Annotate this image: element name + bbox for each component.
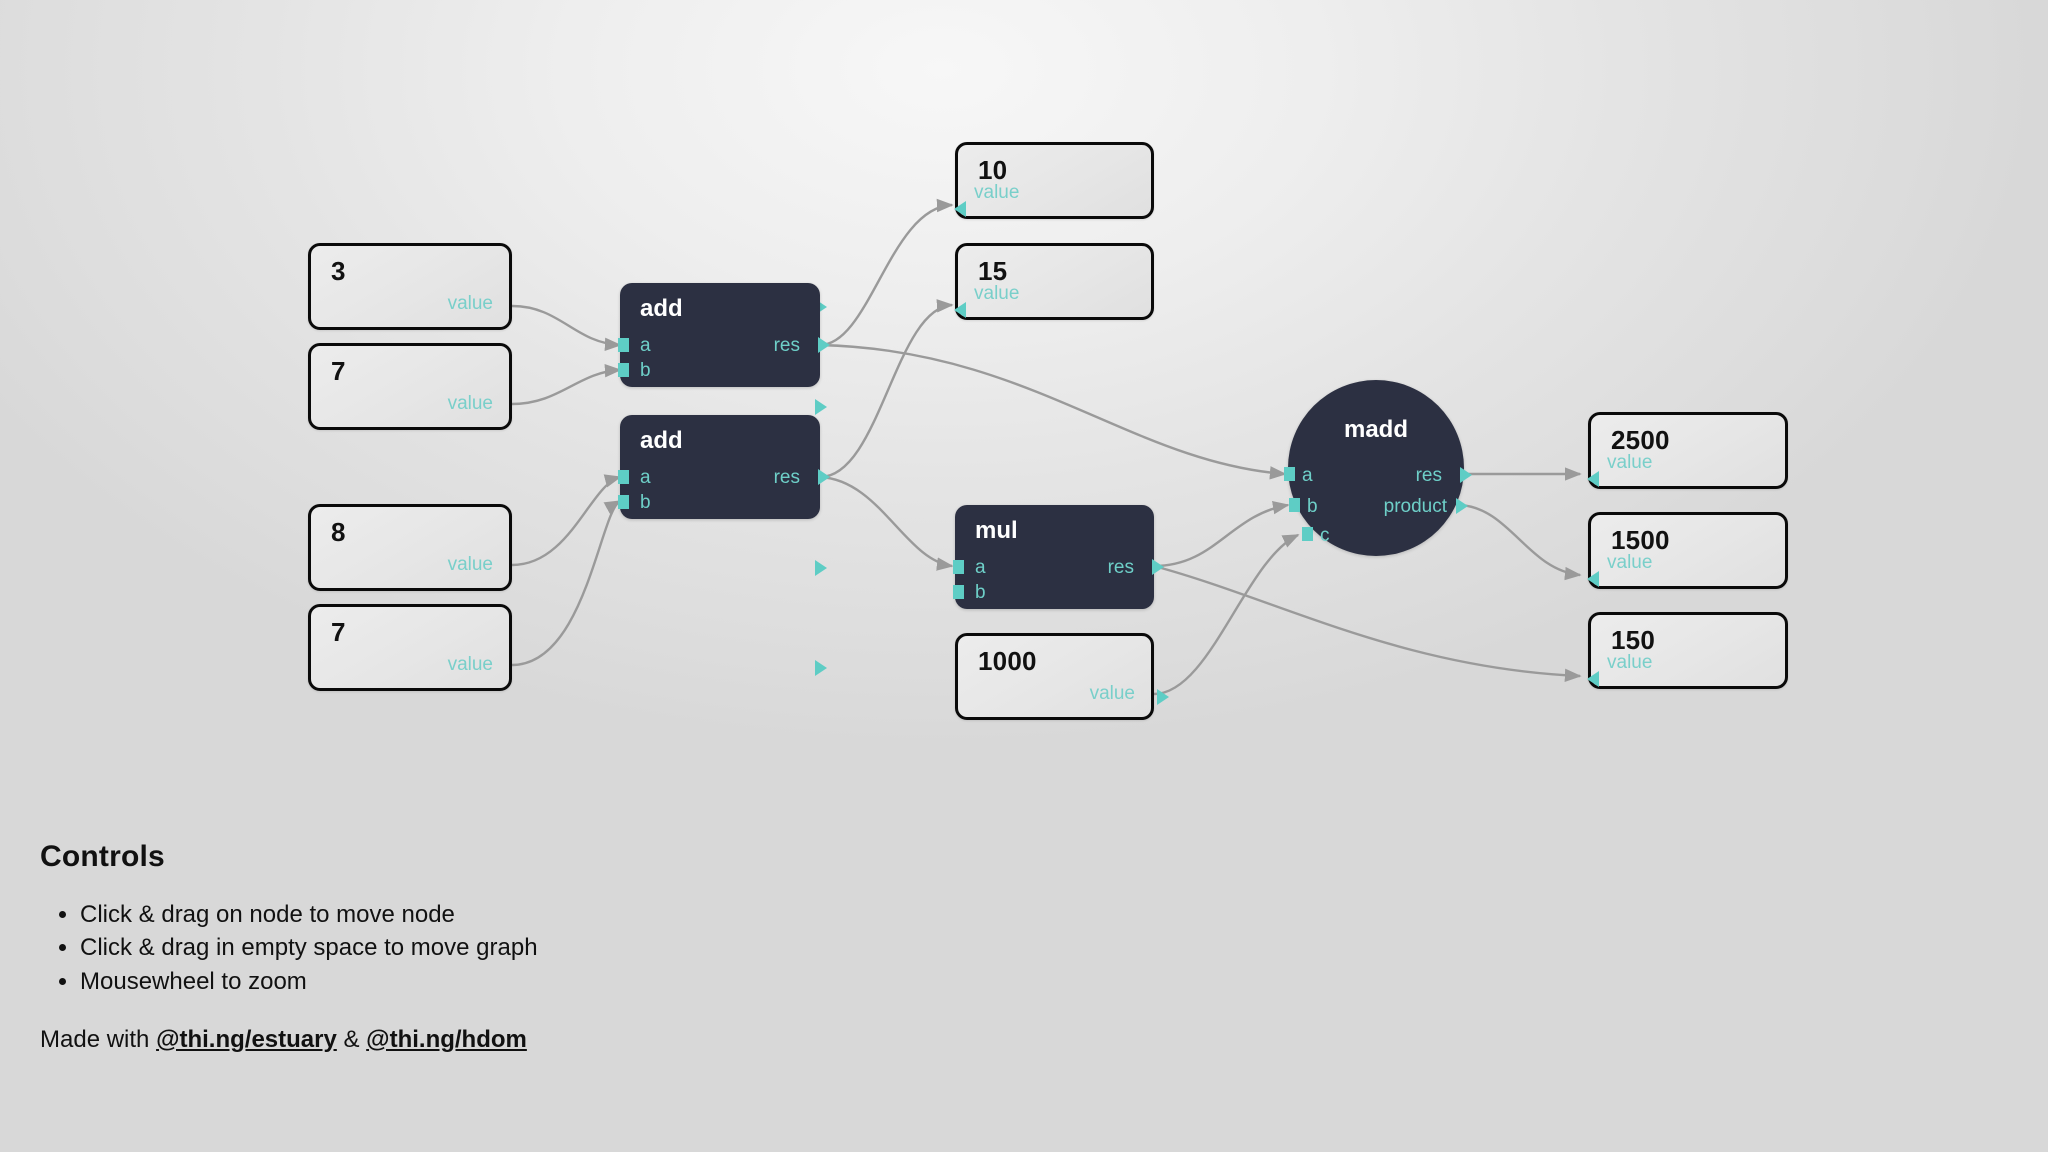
node-op-madd[interactable]: madd a b c res product: [1284, 380, 1472, 556]
node-value: 15: [978, 256, 1008, 286]
input-label-a: a: [975, 557, 986, 578]
node-title: add: [640, 295, 683, 322]
output-label-res: res: [773, 335, 800, 356]
input-label-b: b: [640, 360, 651, 381]
input-label-b: b: [640, 492, 651, 513]
input-label-b: b: [1307, 496, 1318, 517]
node-title: mul: [975, 517, 1018, 544]
controls-list: Click & drag on node to move node Click …: [80, 900, 538, 996]
output-port-res[interactable]: [1152, 559, 1164, 575]
node-output-150[interactable]: 150 value: [1587, 612, 1788, 689]
edge-madd1-out1500: [1459, 503, 1582, 581]
output-label-product: product: [1383, 496, 1447, 517]
edge-src3-add1-a: [511, 304, 622, 352]
link-hdom[interactable]: @thi.ng/hdom: [366, 1025, 527, 1053]
port-label-value: value: [1089, 683, 1135, 704]
input-port-b[interactable]: [953, 585, 964, 599]
output-port-value[interactable]: [815, 660, 827, 676]
control-item-zoom: Mousewheel to zoom: [80, 967, 538, 996]
output-port-value[interactable]: [1157, 689, 1169, 705]
edge-src8-add2-a: [511, 474, 622, 567]
output-port-res[interactable]: [1460, 467, 1472, 483]
edge-mul1-madd1-b: [1153, 500, 1290, 568]
node-value: 1500: [1611, 525, 1670, 555]
input-label-a: a: [640, 467, 651, 488]
node-value: 3: [331, 256, 346, 286]
control-item-move-node: Click & drag on node to move node: [80, 900, 538, 929]
output-label-res: res: [1415, 465, 1442, 486]
input-label-a: a: [640, 335, 651, 356]
edge-add2-mul1-a: [819, 475, 954, 571]
port-label-value: value: [447, 393, 493, 414]
node-source-3[interactable]: 3 value: [308, 243, 827, 330]
node-source-7-lower[interactable]: 7 value: [308, 604, 827, 691]
edge-src7b-add2-b: [511, 499, 622, 667]
input-port-value[interactable]: [1587, 471, 1599, 487]
port-label-value: value: [1607, 652, 1653, 673]
node-source-1000[interactable]: 1000 value: [955, 633, 1169, 720]
output-label-res: res: [1107, 557, 1134, 578]
node-title: madd: [1343, 416, 1408, 443]
edge-mul1-out150: [1153, 564, 1582, 683]
output-port-product[interactable]: [1456, 498, 1468, 514]
input-port-b[interactable]: [1289, 498, 1300, 512]
node-output-2500[interactable]: 2500 value: [1587, 412, 1788, 489]
port-label-value: value: [1607, 452, 1653, 473]
port-label-value: value: [974, 182, 1020, 203]
output-label-res: res: [773, 467, 800, 488]
made-with-prefix: Made with: [40, 1025, 157, 1053]
node-value: 10: [978, 155, 1008, 185]
node-op-add-2[interactable]: add a b res: [618, 415, 830, 519]
node-value: 2500: [1611, 425, 1670, 455]
input-port-a[interactable]: [618, 338, 629, 352]
input-port-b[interactable]: [618, 363, 629, 377]
input-port-c[interactable]: [1302, 527, 1313, 541]
node-source-8[interactable]: 8 value: [308, 504, 827, 591]
node-value: 8: [331, 517, 346, 547]
input-port-a[interactable]: [1284, 467, 1295, 481]
edge-src1000-madd1-c: [1153, 533, 1300, 696]
input-port-a[interactable]: [953, 560, 964, 574]
input-label-a: a: [1302, 465, 1313, 486]
node-value: 1000: [978, 646, 1037, 676]
edge-add2-out15: [819, 299, 954, 479]
link-estuary[interactable]: @thi.ng/estuary: [156, 1025, 337, 1053]
port-label-value: value: [974, 283, 1020, 304]
controls-section: Controls Click & drag on node to move no…: [40, 840, 538, 1054]
node-output-1500[interactable]: 1500 value: [1587, 512, 1788, 589]
made-with-separator: &: [336, 1025, 367, 1053]
node-value: 7: [331, 356, 346, 386]
node-op-add-1[interactable]: add a b res: [618, 283, 830, 387]
input-port-value[interactable]: [1587, 671, 1599, 687]
edge-add1-madd1-a: [819, 343, 1287, 480]
node-op-mul[interactable]: mul a b res: [953, 505, 1164, 609]
input-port-a[interactable]: [618, 470, 629, 484]
node-value: 7: [331, 617, 346, 647]
output-port-res[interactable]: [818, 337, 830, 353]
made-with-line: Made with @thi.ng/estuary & @thi.ng/hdom: [40, 1026, 538, 1054]
input-port-value[interactable]: [954, 302, 966, 318]
node-output-15[interactable]: 15 value: [954, 243, 1154, 320]
controls-heading: Controls: [40, 840, 165, 873]
input-label-b: b: [975, 582, 986, 603]
port-label-value: value: [447, 293, 493, 314]
node-output-10[interactable]: 10 value: [954, 142, 1154, 219]
port-label-value: value: [1607, 552, 1653, 573]
output-port-value[interactable]: [815, 399, 827, 415]
port-label-value: value: [447, 554, 493, 575]
node-title: add: [640, 427, 683, 454]
input-port-value[interactable]: [954, 201, 966, 217]
input-label-c: c: [1320, 525, 1330, 546]
node-source-7-upper[interactable]: 7 value: [308, 343, 827, 430]
edge-src7a-add1-b: [511, 364, 622, 406]
node-value: 150: [1611, 625, 1655, 655]
control-item-move-graph: Click & drag in empty space to move grap…: [80, 933, 538, 962]
output-port-value[interactable]: [815, 560, 827, 576]
output-port-res[interactable]: [818, 469, 830, 485]
input-port-value[interactable]: [1587, 571, 1599, 587]
port-label-value: value: [447, 654, 493, 675]
edge-add1-out10: [819, 198, 954, 347]
input-port-b[interactable]: [618, 495, 629, 509]
